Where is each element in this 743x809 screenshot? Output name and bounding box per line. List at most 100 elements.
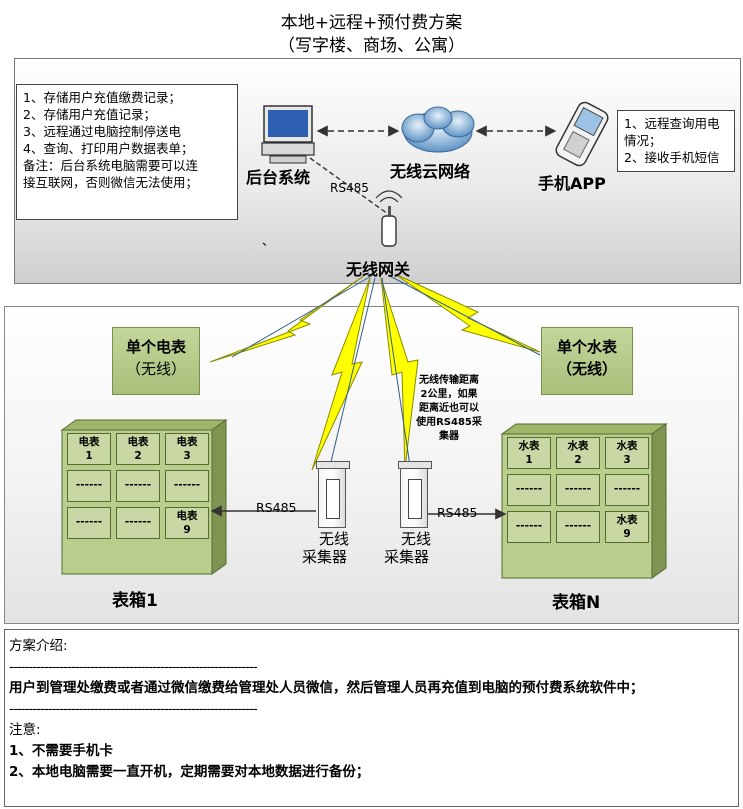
meter-box-n-cell-number: 1	[525, 454, 533, 466]
meter-box-n-cell: 水表 2	[556, 437, 600, 469]
meter-box-1-cell: 电表 9	[165, 507, 209, 539]
meter-box-n-cell: 水表 3	[605, 437, 649, 469]
transmission-note-line: 距离近也可以	[419, 403, 479, 414]
meter-box-n-cell: ------	[556, 474, 600, 506]
single-electric-meter-subtitle: （无线）	[125, 360, 186, 378]
gateway-signal-lines	[231, 274, 541, 467]
scheme-heading: 方案介绍:	[9, 638, 68, 654]
bolt-to-collector-1	[311, 277, 371, 471]
meter-box-1-cell-number: 9	[183, 524, 191, 536]
transmission-note-line: 2公里，如果	[420, 389, 478, 400]
gateway-label: 无线网关	[346, 260, 411, 279]
single-water-meter-title: 单个水表	[556, 338, 617, 356]
bottom-panel	[4, 629, 739, 807]
separator-line-2: ----------------------------------------…	[9, 701, 258, 717]
scheme-intro: 用户到管理处缴费或者通过微信缴费给管理处人员微信，然后管理人员再充值到电脑的预付…	[9, 680, 644, 696]
meter-box-1-cell-number: 1	[85, 450, 93, 462]
diagram-title: 本地+远程+预付费方案	[280, 13, 463, 33]
notice-heading: 注意:	[9, 722, 41, 738]
backend-note: 3、远程通过电脑控制停送电	[23, 124, 181, 139]
mobile-phone-icon	[555, 101, 609, 167]
meter-box-n-cell: 水表 1	[507, 437, 551, 469]
single-water-meter-subtitle: （无线）	[556, 360, 617, 378]
meter-box-1-cell-number: 2	[134, 450, 142, 462]
meter-box-n-cell: ------	[507, 511, 551, 543]
backend-note: 备注：后台系统电脑需要可以连	[23, 158, 199, 173]
meter-box-n-cell-type: 水表	[616, 514, 638, 526]
meter-box-1-cell-type: ------	[75, 516, 103, 528]
phone-note: 2、接收手机短信	[624, 150, 720, 165]
meter-box-1-cell-type: ------	[124, 479, 152, 491]
gateway-antenna-icon	[375, 190, 403, 247]
meter-box-1-cell-type: ------	[124, 516, 152, 528]
meter-box-1-cell-type: 电表	[78, 436, 100, 448]
single-electric-meter: 单个电表 （无线）	[112, 327, 200, 395]
meter-box-n-cell: 水表 9	[605, 511, 649, 543]
cloud-label: 无线云网络	[390, 162, 471, 181]
meter-box-n-cell-type: ------	[564, 483, 592, 495]
collector-2-label-2: 采集器	[384, 548, 430, 566]
computer-icon	[261, 105, 315, 164]
meter-box-n-cell-number: 9	[623, 528, 631, 540]
rs485-top-label: RS485	[330, 181, 369, 195]
meter-box-n-cell-type: 水表	[616, 440, 638, 452]
backend-note: 2、存储用户充值记录；	[23, 107, 156, 122]
meter-box-n-cell-type: 水表	[567, 440, 589, 452]
notice-item-2: 2、本地电脑需要一直开机，定期需要对本地数据进行备份；	[9, 764, 370, 780]
meter-box-1-cell: ------	[116, 470, 160, 502]
meter-box-1-cell: ------	[165, 470, 209, 502]
single-water-meter: 单个水表 （无线）	[541, 327, 633, 395]
meter-box-n-cell-number: 2	[574, 454, 582, 466]
backend-note: 1、存储用户充值缴费记录；	[23, 90, 181, 105]
rs485-right-label: RS485	[437, 505, 478, 520]
meter-box-1-cell: ------	[116, 507, 160, 539]
transmission-note-line: 无线传输距离	[419, 375, 479, 386]
phone-note: 1、远程查询用电	[624, 116, 720, 131]
phone-note: 情况；	[624, 133, 662, 148]
wireless-signal-bolts	[209, 273, 541, 471]
phone-label: 手机APP	[538, 174, 606, 193]
transmission-note-line: 集器	[439, 431, 459, 442]
meter-box-1-cell: 电表 1	[67, 433, 111, 465]
backend-note: 接互联网，否则微信无法使用；	[23, 175, 199, 190]
separator-line: ----------------------------------------…	[9, 659, 258, 675]
bolt-to-electric-meter	[209, 274, 366, 363]
meter-box-1-cell-type: ------	[75, 479, 103, 491]
meter-box-1-cell-type: 电表	[176, 436, 198, 448]
stray-mark: 、	[262, 234, 275, 248]
meter-box-1-cell-type: 电表	[127, 436, 149, 448]
meter-box-n-cell-type: ------	[564, 520, 592, 532]
wireless-collector-1	[316, 461, 350, 528]
collector-1-label: 无线	[316, 528, 352, 549]
meter-box-n-cell-type: ------	[613, 483, 641, 495]
wireless-collector-2	[398, 461, 432, 528]
meter-box-n-cell: ------	[556, 511, 600, 543]
meter-box-n-cell-type: ------	[515, 520, 543, 532]
notice-item-1: 1、不需要手机卡	[9, 743, 113, 759]
backend-note: 4、查询、打印用户数据表单；	[23, 141, 194, 156]
single-electric-meter-title: 单个电表	[125, 338, 186, 356]
collector-2-label: 无线	[398, 528, 434, 549]
meter-box-n-cell-number: 3	[623, 454, 631, 466]
meter-box-n-cell: ------	[507, 474, 551, 506]
diagram-subtitle: （写字楼、商场、公寓）	[278, 36, 465, 56]
meter-box-1-cell: 电表 2	[116, 433, 160, 465]
meter-box-n-cell-type: 水表	[518, 440, 540, 452]
backend-label: 后台系统	[246, 168, 311, 187]
phone-notes-box: 1、远程查询用电 情况； 2、接收手机短信	[617, 110, 735, 172]
meter-box-1-label: 表箱1	[112, 591, 158, 611]
backend-gateway-link	[309, 157, 389, 215]
transmission-note-line: 使用RS485采	[416, 417, 482, 428]
meter-box-1-cell-type: ------	[173, 479, 201, 491]
meter-box-n-cell-type: ------	[515, 483, 543, 495]
backend-notes-box: 1、存储用户充值缴费记录； 2、存储用户充值记录； 3、远程通过电脑控制停送电 …	[16, 84, 238, 220]
collector-2-label-line: 无线	[400, 530, 431, 548]
meter-box-1-cell: ------	[67, 470, 111, 502]
meter-box-n-cell: ------	[605, 474, 649, 506]
transmission-note: 无线传输距离 2公里，如果 距离近也可以 使用RS485采 集器	[409, 374, 489, 444]
meter-box-n-label: 表箱N	[552, 593, 601, 613]
meter-box-1-cell: ------	[67, 507, 111, 539]
cloud-icon	[401, 106, 475, 153]
meter-box-1-cell-type: 电表	[176, 510, 198, 522]
